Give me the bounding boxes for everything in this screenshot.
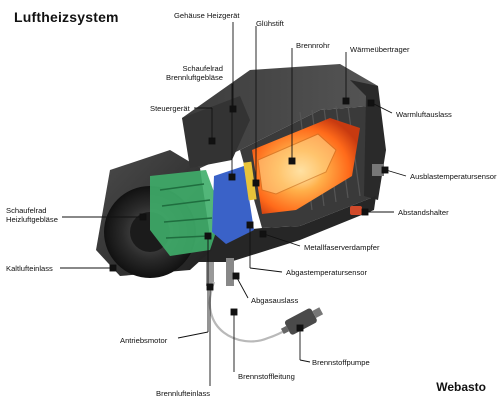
label-schaufelrad-brennluft: Schaufelrad Brennluftgebläse xyxy=(166,64,223,82)
outlet-temp-sensor xyxy=(372,164,384,176)
label-gluehstift: Glühstift xyxy=(256,19,284,28)
brand-name: Webasto xyxy=(436,380,486,394)
label-abgasauslass: Abgasauslass xyxy=(251,296,299,305)
leader-lines xyxy=(60,22,407,386)
label-antriebsmotor: Antriebsmotor xyxy=(120,336,168,345)
label-waermeuebertrager: Wärmeübertrager xyxy=(350,45,410,54)
label-kaltlufteinlass: Kaltlufteinlass xyxy=(6,264,53,273)
control-unit-body xyxy=(182,96,250,168)
label-ausblastemperatursensor: Ausblastemperatursensor xyxy=(410,172,497,181)
label-brennlufteinlass: Brennlufteinlass xyxy=(156,389,211,398)
combustion-air-inlet-pipe xyxy=(206,262,214,286)
diagram-title: Luftheizsystem xyxy=(14,9,119,25)
label-abgastemperatursensor: Abgastemperatursensor xyxy=(286,268,368,277)
burner-tube xyxy=(257,133,337,195)
glow-plug xyxy=(243,161,257,201)
label-metallfaserverdampfer: Metallfaserverdampfer xyxy=(304,243,380,252)
housing-bottom xyxy=(190,196,376,262)
label-gehaeuse: Gehäuse Heizgerät xyxy=(174,11,240,20)
label-brennstoffpumpe: Brennstoffpumpe xyxy=(312,358,370,367)
combustion-blower-wheel xyxy=(150,170,222,256)
label-brennstoffleitung: Brennstoffleitung xyxy=(238,372,295,381)
label-abstandshalter: Abstandshalter xyxy=(398,208,449,217)
blower-blades xyxy=(159,183,213,239)
label-schaufelrad-heizluft: Schaufelrad Heizluftgebläse xyxy=(6,206,58,224)
spacer xyxy=(350,206,362,215)
fuel-pump xyxy=(280,307,324,335)
label-brennrohr: Brennrohr xyxy=(296,41,330,50)
label-warmluftauslass: Warmluftauslass xyxy=(396,110,452,119)
drive-motor-core xyxy=(212,166,254,244)
label-steuergeraet: Steuergerät xyxy=(150,104,190,113)
exhaust-outlet-pipe xyxy=(226,258,234,286)
